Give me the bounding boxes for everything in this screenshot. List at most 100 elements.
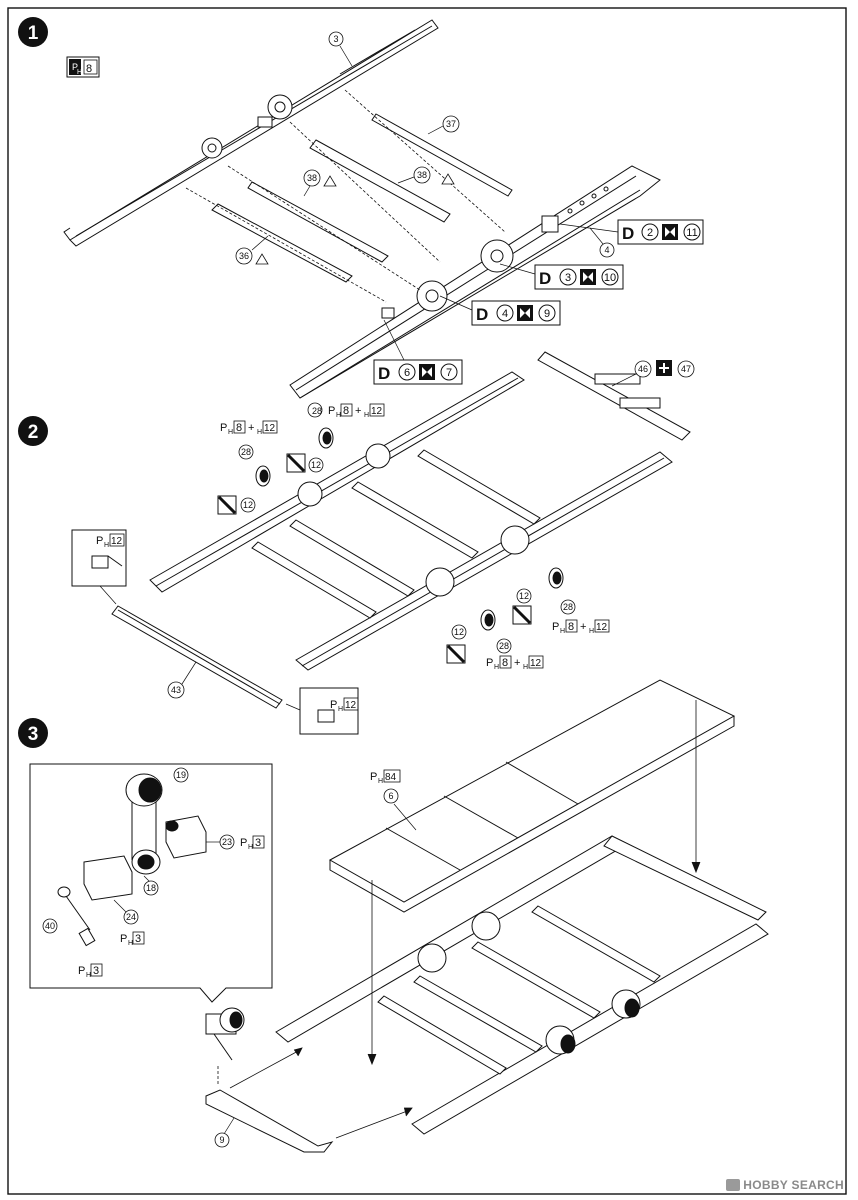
svg-text:8: 8 xyxy=(343,405,349,417)
trailer-chassis xyxy=(275,835,769,1135)
svg-text:19: 19 xyxy=(176,770,186,780)
callout-6: P H 84 6 xyxy=(370,769,417,831)
front-beam xyxy=(111,605,283,709)
svg-text:P: P xyxy=(330,699,337,711)
deck-panel xyxy=(328,679,736,913)
svg-text:12: 12 xyxy=(519,591,529,601)
callout-9: 9 xyxy=(214,1117,235,1148)
svg-text:47: 47 xyxy=(681,364,691,374)
winch-base xyxy=(83,849,161,901)
svg-text:H: H xyxy=(77,69,82,76)
paint-24: P H 3 xyxy=(120,931,145,947)
caution-icon xyxy=(441,173,455,185)
callout-28-left: 28 xyxy=(238,444,254,460)
svg-text:9: 9 xyxy=(544,308,550,320)
svg-text:36: 36 xyxy=(239,251,249,261)
svg-text:P: P xyxy=(72,62,78,72)
svg-text:P: P xyxy=(220,422,227,434)
paint-ref-h8: P H 8 xyxy=(66,56,100,78)
svg-text:28: 28 xyxy=(563,602,573,612)
svg-text:23: 23 xyxy=(222,837,232,847)
callout-12-c: 12 xyxy=(512,588,532,625)
watermark: HOBBY SEARCH xyxy=(726,1178,844,1192)
winch-crank xyxy=(57,886,96,947)
callout-12-d: 12 xyxy=(446,624,467,664)
svg-text:H: H xyxy=(128,940,133,947)
svg-text:8: 8 xyxy=(502,657,508,669)
svg-text:12: 12 xyxy=(243,500,253,510)
side-rail-upper xyxy=(63,19,439,247)
caution-icon xyxy=(255,253,269,265)
svg-text:7: 7 xyxy=(446,367,452,379)
hobby-search-logo-icon xyxy=(726,1179,741,1191)
svg-text:12: 12 xyxy=(371,406,383,417)
callout-43: 43 xyxy=(167,661,197,699)
watermark-text: HOBBY SEARCH xyxy=(743,1178,844,1192)
step-2: 2 xyxy=(18,351,695,735)
svg-text:H: H xyxy=(338,706,343,713)
svg-text:28: 28 xyxy=(241,447,251,457)
svg-text:12: 12 xyxy=(264,423,276,434)
svg-text:H: H xyxy=(494,664,499,671)
svg-text:9: 9 xyxy=(219,1135,224,1145)
assembly-arrows-1 xyxy=(185,89,506,303)
svg-text:3: 3 xyxy=(333,34,338,44)
svg-text:H: H xyxy=(248,844,253,851)
svg-text:24: 24 xyxy=(126,912,136,922)
svg-text:12: 12 xyxy=(454,627,464,637)
svg-text:3: 3 xyxy=(565,272,571,284)
svg-text:P: P xyxy=(486,657,493,669)
svg-text:+: + xyxy=(248,422,254,434)
svg-text:11: 11 xyxy=(686,227,697,239)
svg-text:P: P xyxy=(240,837,247,849)
callout-28-right: 28 xyxy=(560,599,576,615)
callout-23: 23 P H 3 xyxy=(206,834,265,851)
winch-bracket-23 xyxy=(165,815,207,859)
svg-text:3: 3 xyxy=(135,933,141,945)
page-border xyxy=(7,7,847,1195)
front-beam-9 xyxy=(205,1089,334,1153)
paint-mix-bottom: P H 8 + H 12 xyxy=(486,655,544,671)
step-2-number: 2 xyxy=(28,422,39,443)
step-1-number: 1 xyxy=(28,23,39,44)
svg-text:P: P xyxy=(370,771,377,783)
callout-24: 24 xyxy=(113,899,139,925)
svg-text:84: 84 xyxy=(385,772,397,783)
assembly-arrows-3 xyxy=(217,700,701,1139)
svg-text:2: 2 xyxy=(647,227,653,239)
callout-3: 3 xyxy=(328,31,353,67)
decal-callout-d6-7: D 6 7 xyxy=(373,319,463,385)
svg-text:H: H xyxy=(560,628,565,635)
svg-text:28: 28 xyxy=(499,641,509,651)
svg-text:H: H xyxy=(523,664,528,671)
svg-text:P: P xyxy=(96,535,103,547)
step-1: 1 P H 8 xyxy=(18,17,704,399)
svg-text:+: + xyxy=(580,621,586,633)
wheel-3 xyxy=(548,567,564,589)
callout-4: 4 xyxy=(589,227,615,258)
svg-text:3: 3 xyxy=(93,965,99,977)
decal-callout-d3-10: D 3 10 xyxy=(499,263,624,290)
svg-text:38: 38 xyxy=(307,173,317,183)
detail-inset-right: P H 12 xyxy=(285,687,359,735)
step-3-badge: 3 xyxy=(18,718,48,748)
detail-inset-left: P H 12 xyxy=(71,529,127,605)
svg-text:D: D xyxy=(476,305,488,324)
svg-text:H: H xyxy=(257,429,262,436)
chassis-frame xyxy=(149,351,691,671)
svg-text:12: 12 xyxy=(530,658,542,669)
svg-text:40: 40 xyxy=(45,921,55,931)
side-rail-lower xyxy=(289,165,661,399)
svg-text:37: 37 xyxy=(446,119,456,129)
winch-detail-inset: 19 23 P H 3 xyxy=(29,763,273,1003)
svg-text:43: 43 xyxy=(171,685,181,695)
svg-text:+: + xyxy=(514,657,520,669)
wheel-1 xyxy=(318,427,334,449)
svg-text:H: H xyxy=(378,778,383,785)
callout-37: 37 xyxy=(427,115,460,135)
svg-text:8: 8 xyxy=(236,422,242,434)
svg-text:4: 4 xyxy=(502,308,508,320)
svg-text:H: H xyxy=(364,412,369,419)
paint-mix-right: P H 8 + H 12 xyxy=(552,619,610,635)
svg-text:P: P xyxy=(552,621,559,633)
